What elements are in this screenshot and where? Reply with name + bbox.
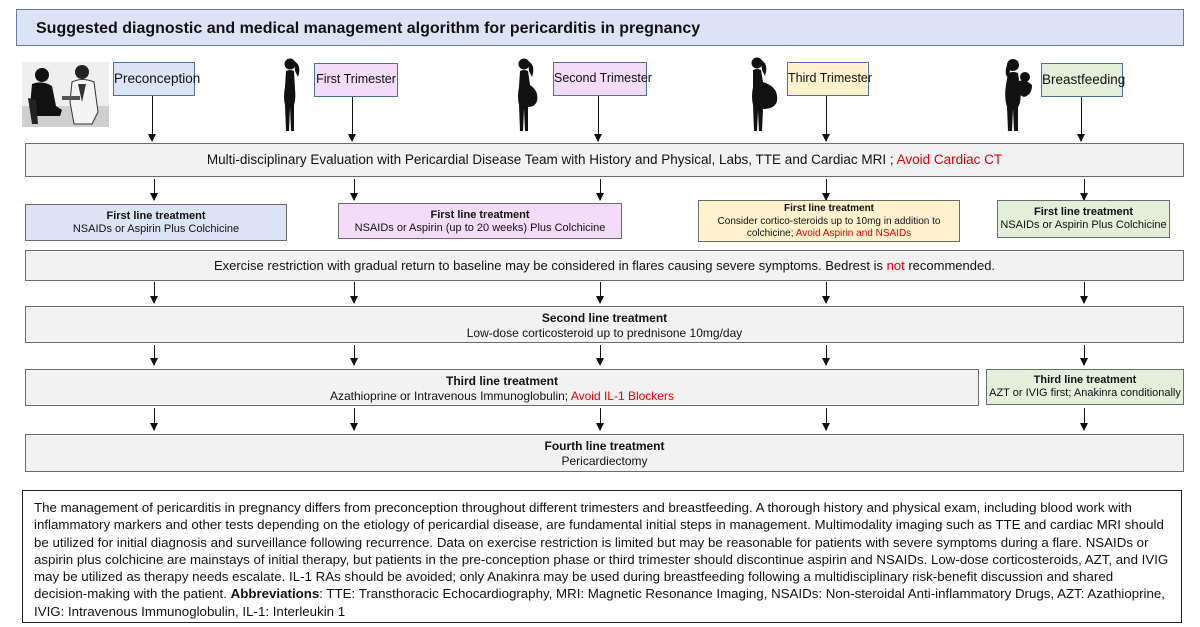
flow-arrow — [150, 179, 158, 201]
abbreviations-label: Abbreviations — [230, 586, 320, 602]
third-line-box: Third line treatment Azathioprine or Int… — [25, 369, 979, 406]
first-line-heading: First line treatment — [430, 209, 530, 221]
first-line-text-line1: Consider cortico-steroids up to 10mg in … — [717, 215, 941, 227]
evaluation-box: Multi-disciplinary Evaluation with Peric… — [25, 143, 1184, 177]
stage-second-trimester: Second Trimester — [553, 62, 652, 96]
first-line-pregnancy: First line treatment NSAIDs or Aspirin (… — [338, 203, 622, 239]
exercise-restriction-box: Exercise restriction with gradual return… — [25, 250, 1184, 281]
flow-arrow — [150, 408, 158, 431]
flow-arrow — [594, 96, 602, 142]
pregnant-silhouette-icon — [518, 58, 538, 131]
stage-third-trimester: Third Trimester — [787, 62, 872, 96]
evaluation-warning: Avoid Cardiac CT — [896, 152, 1003, 167]
woman-silhouette-icon — [284, 58, 300, 131]
third-line-text: Azathioprine or Intravenous Immunoglobul… — [330, 389, 571, 403]
flow-arrow — [596, 179, 604, 201]
consultation-photo — [22, 62, 109, 127]
fourth-line-heading: Fourth line treatment — [544, 439, 665, 453]
flow-arrow — [350, 179, 358, 201]
first-line-preconception: First line treatment NSAIDs or Aspirin P… — [25, 204, 287, 241]
flow-arrow — [596, 282, 604, 304]
flow-arrow — [1080, 408, 1088, 431]
third-line-breastfeeding: Third line treatment AZT or IVIG first; … — [986, 369, 1184, 405]
flow-arrow — [348, 97, 356, 142]
exercise-emphasis: not — [886, 258, 905, 273]
fourth-line-box: Fourth line treatment Pericardiectomy — [25, 434, 1184, 472]
flow-arrow — [822, 345, 830, 366]
flow-arrow — [150, 282, 158, 304]
flow-arrow — [350, 282, 358, 304]
third-line-bf-text: AZT or IVIG first; Anakinra conditionall… — [989, 387, 1181, 399]
flow-arrow — [1080, 345, 1088, 366]
third-line-heading: Third line treatment — [445, 374, 558, 388]
flow-arrow — [596, 408, 604, 431]
evaluation-text: Multi-disciplinary Evaluation with Peric… — [206, 152, 897, 167]
third-line-warning: Avoid IL-1 Blockers — [570, 389, 674, 403]
first-line-text: NSAIDs or Aspirin Plus Colchicine — [1000, 219, 1167, 231]
stage-preconception: Preconception — [113, 62, 200, 96]
first-line-warning: Avoid Aspirin and NSAIDs — [795, 228, 912, 239]
first-line-heading: First line treatment — [106, 210, 206, 222]
exercise-text: Exercise restriction with gradual return… — [213, 258, 887, 273]
flow-arrow — [822, 282, 830, 304]
first-line-breastfeeding: First line treatment NSAIDs or Aspirin P… — [997, 200, 1170, 238]
flow-arrow — [822, 179, 830, 201]
doctor-patient-icon — [22, 62, 109, 127]
flow-arrow — [596, 345, 604, 366]
flow-arrow — [148, 96, 156, 142]
flow-arrow — [1077, 97, 1085, 142]
second-line-box: Second line treatment Low-dose corticost… — [25, 306, 1184, 343]
first-line-text: NSAIDs or Aspirin Plus Colchicine — [72, 223, 240, 235]
flow-arrow — [350, 408, 358, 431]
flow-arrow — [1080, 282, 1088, 304]
abbreviations-text: : TTE: Transthoracic Echocardiography, M… — [34, 586, 1165, 619]
first-line-text-line2: colchicine; — [746, 228, 796, 239]
summary-body: The management of pericarditis in pregna… — [34, 500, 1169, 602]
flow-arrow — [150, 345, 158, 366]
mother-baby-silhouette-icon — [1005, 59, 1032, 131]
first-line-third-trimester: First line treatment Consider cortico-st… — [698, 200, 960, 242]
summary-note: The management of pericarditis in pregna… — [22, 490, 1182, 623]
first-line-heading: First line treatment — [1033, 206, 1134, 218]
pregnant-late-silhouette-icon — [751, 57, 778, 131]
flow-arrow — [350, 345, 358, 366]
flow-arrow — [822, 96, 830, 142]
diagram-title: Suggested diagnostic and medical managem… — [16, 9, 1184, 46]
second-line-heading: Second line treatment — [541, 311, 668, 325]
second-line-text: Low-dose corticosteroid up to prednisone… — [466, 326, 743, 340]
first-line-heading: First line treatment — [783, 203, 875, 214]
first-line-text: NSAIDs or Aspirin (up to 20 weeks) Plus … — [354, 222, 606, 234]
third-line-bf-heading: Third line treatment — [1033, 374, 1137, 386]
fourth-line-text: Pericardiectomy — [561, 454, 648, 468]
flow-arrow — [1080, 179, 1088, 201]
stage-breastfeeding: Breastfeeding — [1041, 63, 1125, 97]
stage-first-trimester: First Trimester — [314, 63, 398, 97]
flow-arrow — [822, 408, 830, 431]
exercise-tail: recommended. — [904, 258, 996, 273]
